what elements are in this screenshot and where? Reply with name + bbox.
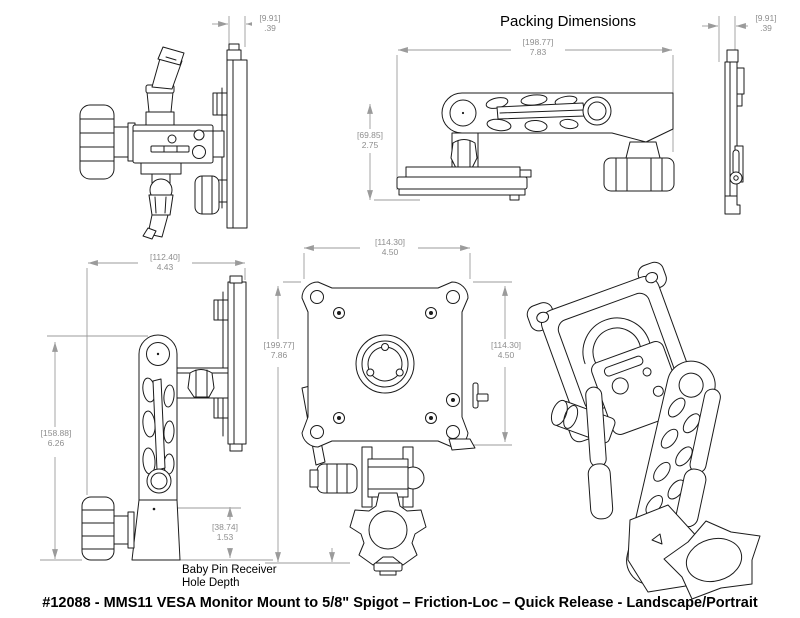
dim-inch: .39: [760, 23, 772, 33]
dim-vesa-height: [114.30] 4.50: [481, 340, 531, 360]
dim-mm: [112.40]: [149, 252, 181, 262]
view-folded-front: [79, 43, 248, 240]
dim-mm: [38.74]: [212, 522, 238, 532]
dim-inch: 4.43: [156, 262, 174, 272]
dimension-lines: [40, 16, 749, 564]
baby-pin-note-line2: Hole Depth: [182, 577, 240, 589]
baby-pin-note: Baby Pin Receiver Hole Depth: [182, 564, 302, 590]
dim-plate-thickness-right: [9.91] .39: [748, 13, 784, 33]
dim-mm: [114.30]: [490, 340, 522, 350]
dim-inch: 7.86: [270, 350, 288, 360]
dim-mm: [9.91]: [259, 13, 281, 23]
dim-mm: [198.77]: [522, 37, 554, 47]
view-deployed-side: [81, 275, 247, 561]
dim-inch: 7.83: [529, 47, 547, 57]
view-packed-profile: [724, 49, 745, 215]
dim-plate-thickness-left: [9.91] .39: [252, 13, 288, 33]
dim-mm: [114.30]: [374, 237, 406, 247]
dim-mm: [9.91]: [755, 13, 777, 23]
dim-vesa-width: [114.30] 4.50: [362, 237, 418, 257]
view-vesa-front: [301, 281, 489, 576]
dim-baby-pin-depth: [38.74] 1.53: [198, 522, 252, 542]
dim-inch: .39: [264, 23, 276, 33]
dim-packed-length: [198.77] 7.83: [511, 37, 565, 57]
product-caption: #12088 - MMS11 VESA Monitor Mount to 5/8…: [42, 595, 758, 611]
dim-inch: 1.53: [216, 532, 234, 542]
dim-folded-depth: [112.40] 4.43: [138, 252, 192, 272]
dim-mm: [199.77]: [263, 340, 295, 350]
page-title: Packing Dimensions: [500, 13, 636, 30]
dim-arm-height: [158.88] 6.26: [31, 428, 81, 448]
baby-pin-note-line1: Baby Pin Receiver: [182, 564, 277, 576]
dim-inch: 4.50: [381, 247, 399, 257]
view-isometric: [526, 261, 761, 600]
dim-inch: 4.50: [497, 350, 515, 360]
dim-overall-height: [199.77] 7.86: [254, 340, 304, 360]
dim-mm: [69.85]: [357, 130, 383, 140]
dim-mm: [158.88]: [40, 428, 72, 438]
dim-inch: 2.75: [361, 140, 379, 150]
dim-inch: 6.26: [47, 438, 65, 448]
dim-packed-height: [69.85] 2.75: [345, 130, 395, 150]
view-packed-side: [396, 92, 675, 201]
